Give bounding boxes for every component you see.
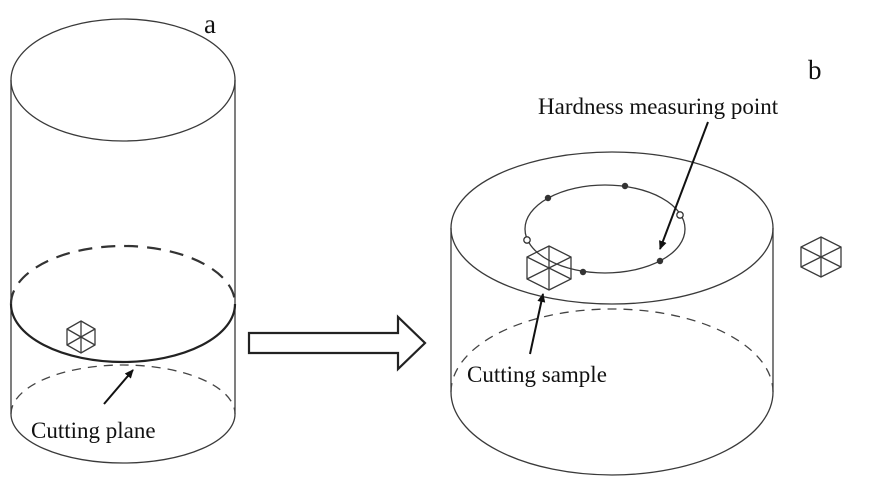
transition-arrow — [247, 314, 427, 372]
cutting-sample-label: Cutting sample — [467, 362, 607, 387]
hardness-label: Hardness measuring point — [538, 94, 779, 119]
measuring-point — [676, 211, 684, 219]
measuring-point — [621, 182, 629, 190]
cylinder-b-bottom-front — [450, 391, 774, 476]
measuring-point — [544, 194, 552, 202]
cube-sample-detached — [800, 236, 842, 278]
cube-sample-a — [66, 320, 96, 354]
panel-b: b Hardness measuring point Cutting sampl… — [450, 55, 822, 476]
hardness-arrow — [659, 121, 709, 250]
measuring-circle — [524, 184, 686, 274]
cylinder-a-bottom-front — [10, 413, 236, 464]
cutting-plane-front — [9, 303, 237, 364]
panel-a: a Cutting plane — [9, 9, 237, 464]
cylinder-b-top — [450, 151, 774, 305]
cylinder-b-bottom-back — [450, 308, 774, 393]
measuring-point — [579, 268, 587, 276]
cutting-plane-label: Cutting plane — [31, 418, 156, 443]
panel-a-letter: a — [204, 9, 216, 39]
cylinder-a-bottom-back — [10, 364, 236, 415]
cylinder-a-top — [10, 18, 236, 142]
cube-sample-b — [526, 245, 572, 291]
measuring-point — [656, 257, 664, 265]
measuring-point — [523, 236, 531, 244]
panel-b-letter: b — [808, 55, 822, 85]
cutting-sample-arrow — [529, 293, 546, 355]
cutting-plane-arrow — [103, 369, 134, 405]
cutting-plane-back — [9, 244, 237, 305]
